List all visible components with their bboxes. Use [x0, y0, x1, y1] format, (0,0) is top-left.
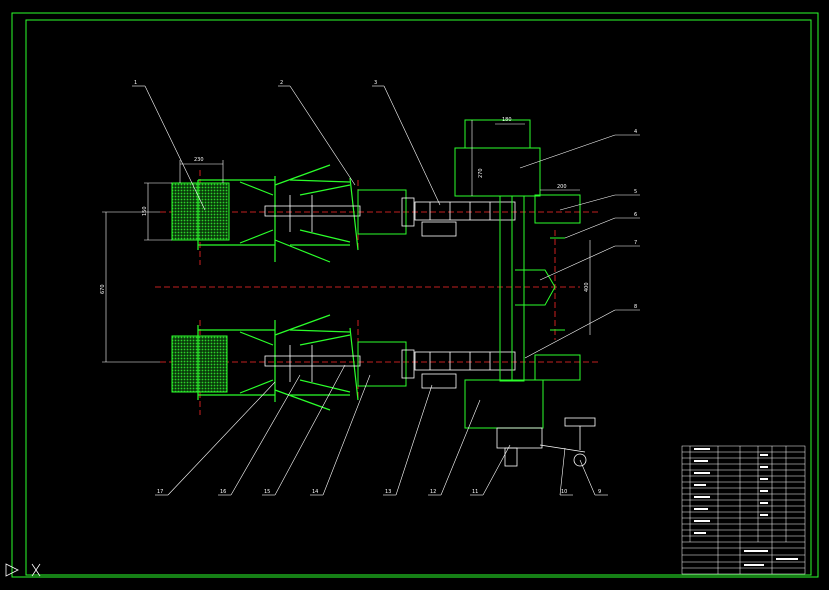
main-frame: [454, 119, 581, 429]
shaft-lower: [414, 351, 516, 389]
dim-side-width: 200: [557, 184, 567, 190]
callout-3: 3: [374, 80, 377, 86]
dim-hopper-height: 150: [142, 206, 148, 216]
dim-row-spacing: 670: [100, 284, 106, 294]
dim-box-width: 180: [502, 117, 512, 123]
linkage-upper: [197, 164, 359, 263]
linkage-upper-detail: [264, 195, 361, 232]
callout-6: 6: [634, 212, 637, 218]
callout-1: 1: [134, 80, 137, 86]
outer-border: [11, 12, 819, 578]
gearbox-lower: [357, 341, 407, 387]
parts-list-table: [681, 445, 806, 575]
bracket-upper: [401, 197, 415, 227]
callout-14: 14: [312, 489, 318, 495]
shaft-upper: [414, 201, 516, 237]
parts-list-marks: [694, 448, 798, 566]
bracket-lower: [401, 349, 415, 379]
gearbox-upper: [357, 189, 407, 235]
callout-5: 5: [634, 189, 637, 195]
callout-11: 11: [472, 489, 478, 495]
hopper-lower: [171, 335, 228, 393]
callout-12: 12: [430, 489, 436, 495]
dimension-lines: [102, 120, 591, 363]
linkage-lower: [197, 314, 359, 411]
callout-16: 16: [220, 489, 226, 495]
callout-7: 7: [634, 240, 637, 246]
callout-17: 17: [157, 489, 163, 495]
drive-assembly: [496, 417, 596, 467]
callout-9: 9: [598, 489, 601, 495]
callout-13: 13: [385, 489, 391, 495]
leader-lines: [132, 85, 640, 496]
callout-2: 2: [280, 80, 283, 86]
dim-hopper-width: 230: [194, 157, 204, 163]
inner-border: [25, 19, 812, 576]
callout-4: 4: [634, 129, 637, 135]
callout-10: 10: [561, 489, 567, 495]
dim-right-span: 400: [584, 282, 590, 292]
callout-8: 8: [634, 304, 637, 310]
hopper-upper: [171, 182, 230, 241]
dim-box-height: 270: [478, 168, 484, 178]
linkage-lower-detail: [264, 345, 361, 382]
ucs-axis-icon: [5, 563, 41, 577]
callout-15: 15: [264, 489, 270, 495]
